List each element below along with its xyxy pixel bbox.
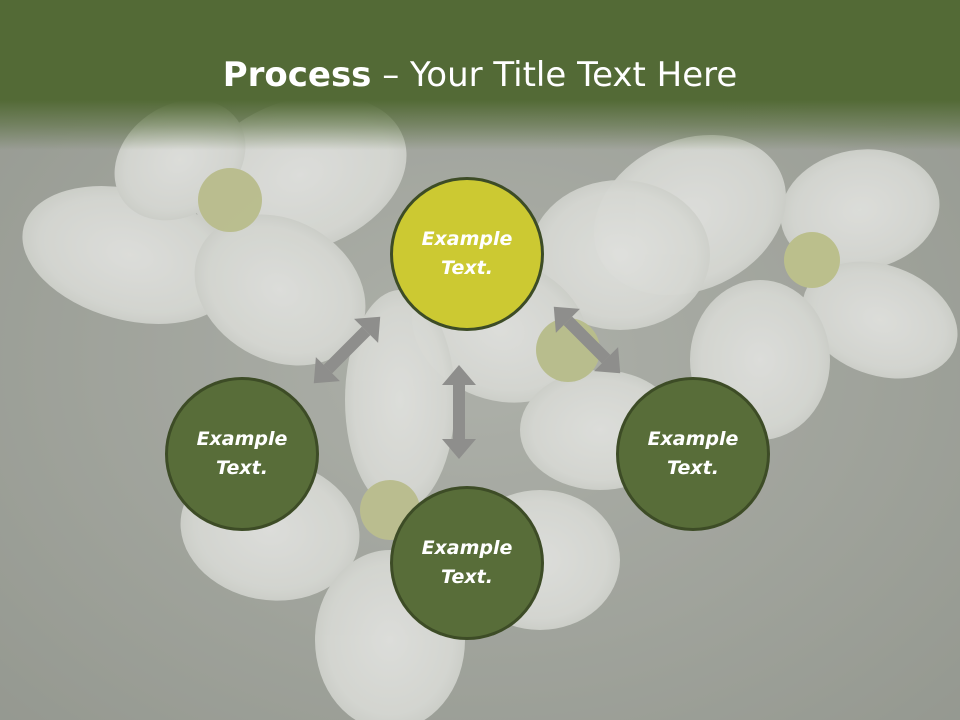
node-left: Example Text. xyxy=(165,377,319,531)
node-top-label: Example Text. xyxy=(421,228,513,279)
page-title: Process – Your Title Text Here xyxy=(0,52,960,98)
node-right: Example Text. xyxy=(616,377,770,531)
node-left-label: Example Text. xyxy=(196,428,288,479)
arrow-vertical xyxy=(442,365,476,459)
title-regular: – Your Title Text Here xyxy=(371,55,738,95)
node-right-label: Example Text. xyxy=(647,428,739,479)
arrow-top-right xyxy=(553,306,621,374)
title-bold: Process xyxy=(222,55,372,95)
title-bar xyxy=(0,0,960,150)
arrow-top-left xyxy=(313,316,381,384)
node-bottom-label: Example Text. xyxy=(421,537,513,588)
node-top: Example Text. xyxy=(390,177,544,331)
node-bottom: Example Text. xyxy=(390,486,544,640)
